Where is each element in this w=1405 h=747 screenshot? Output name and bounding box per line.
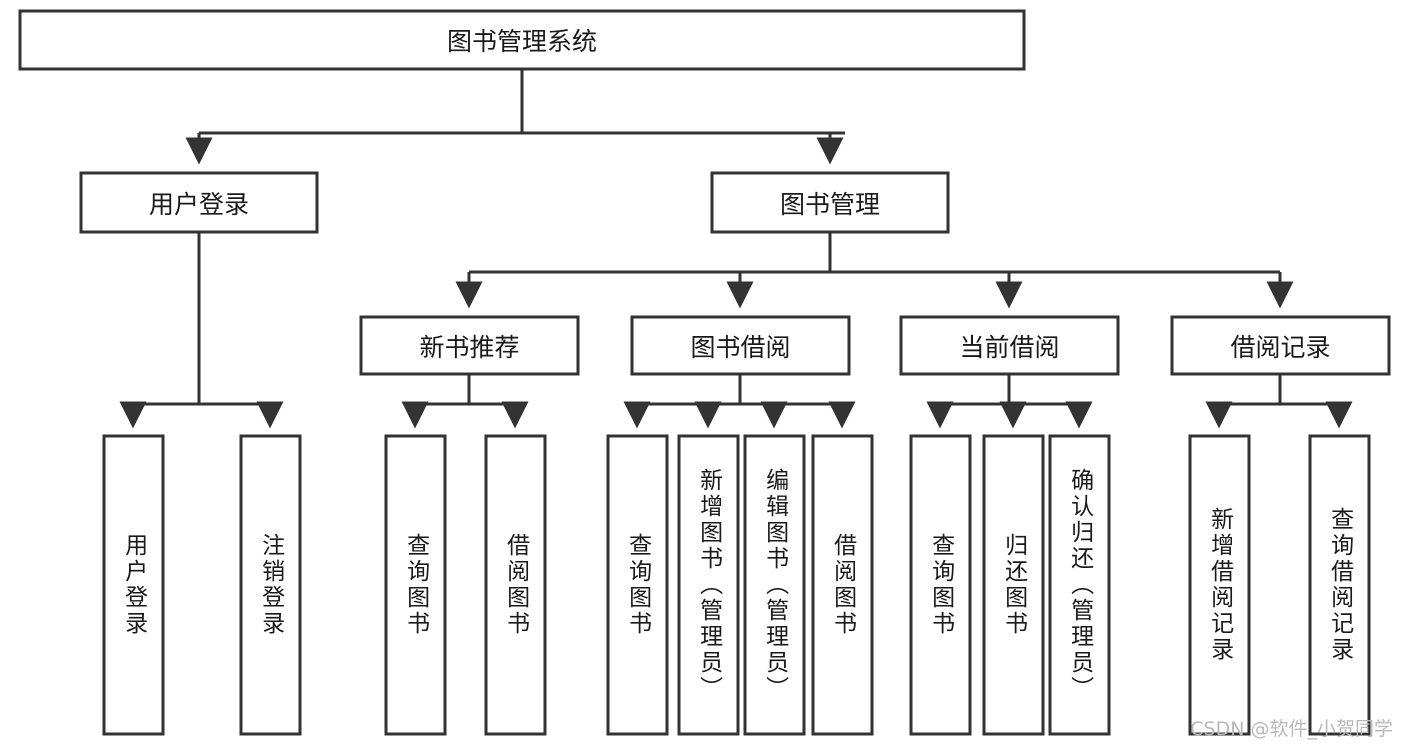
node-box-current-borrow[interactable] (899, 315, 1120, 376)
node-box-leaf-confirm-return-admin[interactable] (1048, 434, 1111, 736)
edge-book-manage-to-level3 (455, 232, 1294, 309)
edge-root-to-level2 (185, 69, 845, 165)
node-box-leaf-query-book-1[interactable] (384, 434, 447, 736)
node-box-book-borrow[interactable] (630, 315, 851, 376)
node-box-leaf-logout-login[interactable] (239, 434, 302, 736)
edge-book-borrow-to-leaves (623, 374, 856, 429)
edge-borrow-record-to-leaves (1205, 374, 1353, 429)
node-box-leaf-borrow-book-2[interactable] (811, 434, 874, 736)
node-box-leaf-user-login[interactable] (102, 434, 165, 736)
node-box-leaf-query-book-2[interactable] (606, 434, 669, 736)
node-box-new-book-recommend[interactable] (359, 315, 580, 376)
node-box-leaf-query-borrow-record[interactable] (1308, 434, 1371, 736)
node-box-leaf-borrow-book-1[interactable] (484, 434, 547, 736)
edge-new-book-recommend-to-leaves (401, 374, 529, 429)
node-box-leaf-add-borrow-record[interactable] (1188, 434, 1251, 736)
edge-current-borrow-to-leaves (926, 374, 1093, 429)
node-box-leaf-return-book[interactable] (982, 434, 1045, 736)
node-box-root[interactable] (18, 9, 1026, 71)
node-box-leaf-query-book-3[interactable] (909, 434, 972, 736)
node-box-book-manage[interactable] (710, 171, 950, 234)
node-box-leaf-edit-book-admin[interactable] (743, 434, 806, 736)
node-box-leaf-add-book-admin[interactable] (677, 434, 740, 736)
node-box-borrow-record[interactable] (1170, 315, 1391, 376)
node-box-user-login[interactable] (79, 171, 319, 234)
edge-user-login-to-leaves (119, 232, 284, 429)
connectors-layer (119, 69, 1353, 429)
nodes-layer (18, 9, 1391, 736)
